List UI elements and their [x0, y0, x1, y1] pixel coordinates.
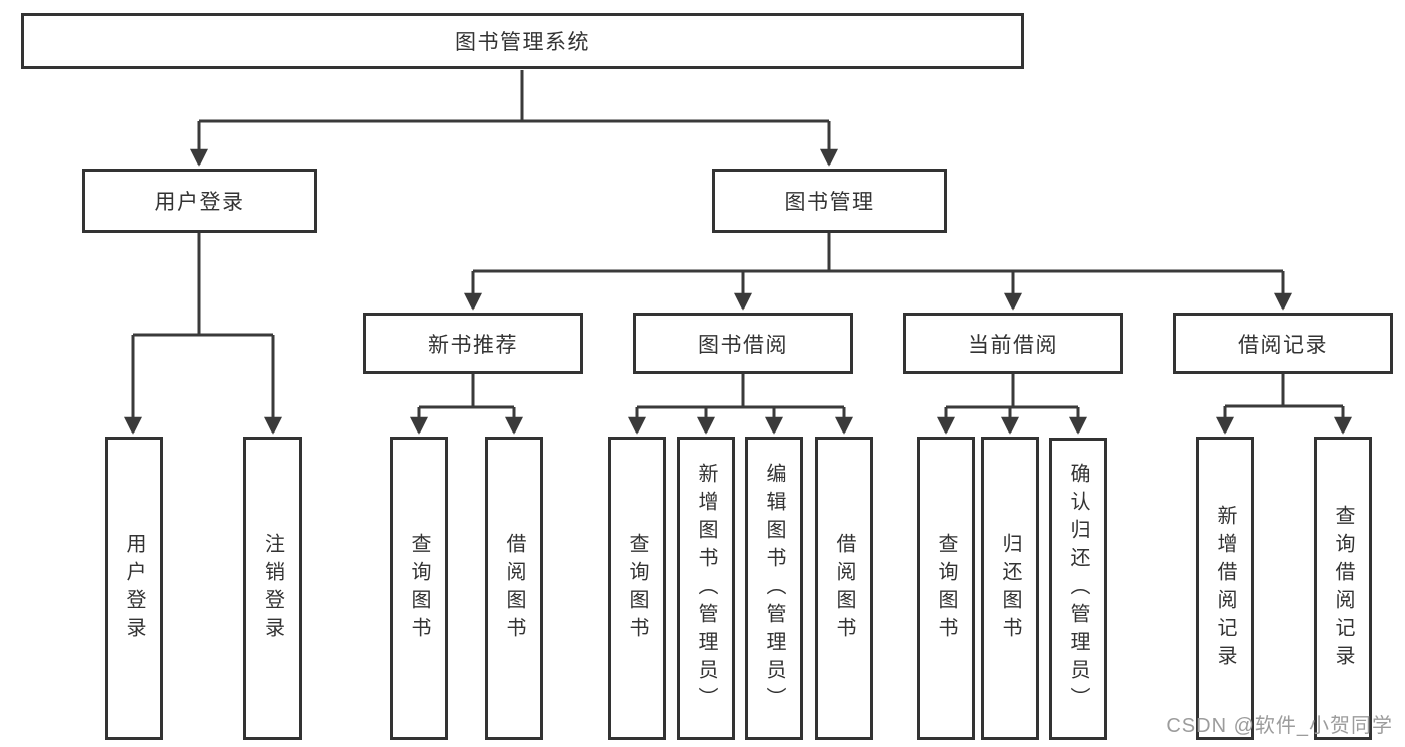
leaf-return-book-label: 归还图书	[999, 532, 1021, 645]
leaf-add-book-admin-label: 新增图书（管理员）	[695, 462, 717, 715]
node-root: 图书管理系统	[21, 13, 1024, 69]
node-user-login-label: 用户登录	[154, 191, 245, 214]
node-book-management: 图书管理	[712, 169, 947, 233]
leaf-user-login-label: 用户登录	[123, 532, 145, 645]
leaf-add-borrow-record-label: 新增借阅记录	[1214, 504, 1236, 673]
leaf-query-borrow-record: 查询借阅记录	[1314, 437, 1372, 740]
leaf-return-book: 归还图书	[981, 437, 1039, 740]
leaf-user-login: 用户登录	[105, 437, 163, 740]
leaf-query-book-recommend-label: 查询图书	[408, 532, 430, 645]
node-book-borrowing: 图书借阅	[633, 313, 853, 374]
node-current-borrowing-label: 当前借阅	[968, 333, 1058, 357]
leaf-add-borrow-record: 新增借阅记录	[1196, 437, 1254, 740]
leaf-borrow-book-label: 借阅图书	[833, 532, 855, 645]
node-book-borrowing-label: 图书借阅	[698, 333, 788, 357]
leaf-query-book-current-label: 查询图书	[935, 532, 957, 645]
csdn-watermark: CSDN @软件_小贺同学	[1166, 715, 1393, 737]
node-user-login: 用户登录	[82, 169, 317, 233]
leaf-edit-book-admin-label: 编辑图书（管理员）	[763, 462, 785, 715]
leaf-borrow-book-recommend-label: 借阅图书	[503, 532, 525, 645]
leaf-query-borrow-record-label: 查询借阅记录	[1332, 504, 1354, 673]
node-new-book-recommend: 新书推荐	[363, 313, 583, 374]
leaf-borrow-book: 借阅图书	[815, 437, 873, 740]
leaf-confirm-return-admin: 确认归还（管理员）	[1049, 438, 1107, 740]
leaf-add-book-admin: 新增图书（管理员）	[677, 437, 735, 740]
leaf-edit-book-admin: 编辑图书（管理员）	[745, 437, 803, 740]
node-new-book-recommend-label: 新书推荐	[428, 333, 518, 357]
node-current-borrowing: 当前借阅	[903, 313, 1123, 374]
leaf-confirm-return-admin-label: 确认归还（管理员）	[1067, 463, 1089, 715]
node-book-management-label: 图书管理	[784, 191, 875, 214]
leaf-logout: 注销登录	[243, 437, 302, 740]
leaf-borrow-book-recommend: 借阅图书	[485, 437, 543, 740]
leaf-query-book-borrowing-label: 查询图书	[626, 532, 648, 645]
node-root-label: 图书管理系统	[455, 31, 590, 54]
node-borrowing-records-label: 借阅记录	[1238, 333, 1328, 357]
leaf-query-book-recommend: 查询图书	[390, 437, 448, 740]
leaf-query-book-borrowing: 查询图书	[608, 437, 666, 740]
leaf-query-book-current: 查询图书	[917, 437, 975, 740]
node-borrowing-records: 借阅记录	[1173, 313, 1393, 374]
leaf-logout-label: 注销登录	[261, 532, 284, 645]
